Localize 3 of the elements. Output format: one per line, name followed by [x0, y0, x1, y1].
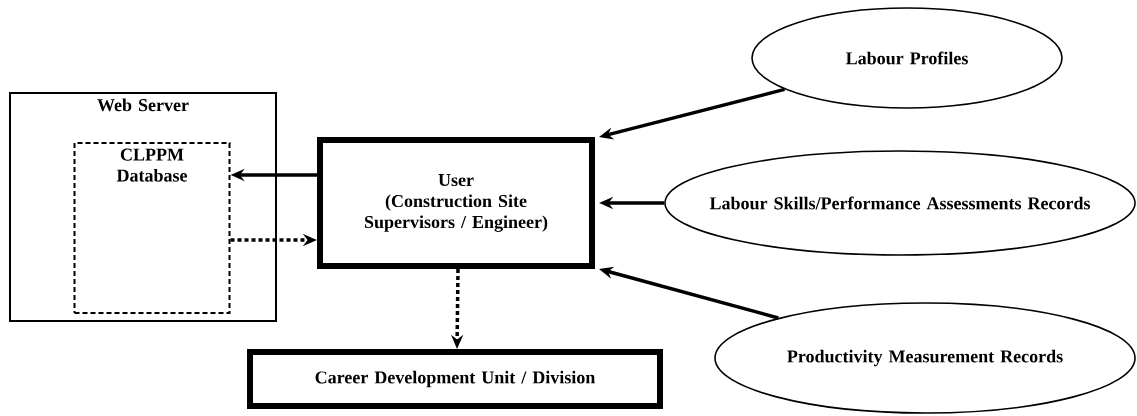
user-box: User (Construction Site Supervisors / Engineer): [317, 137, 595, 269]
unit-box: Career Development Unit / Division: [247, 349, 663, 409]
database-box: CLPPM Database: [73, 142, 231, 314]
